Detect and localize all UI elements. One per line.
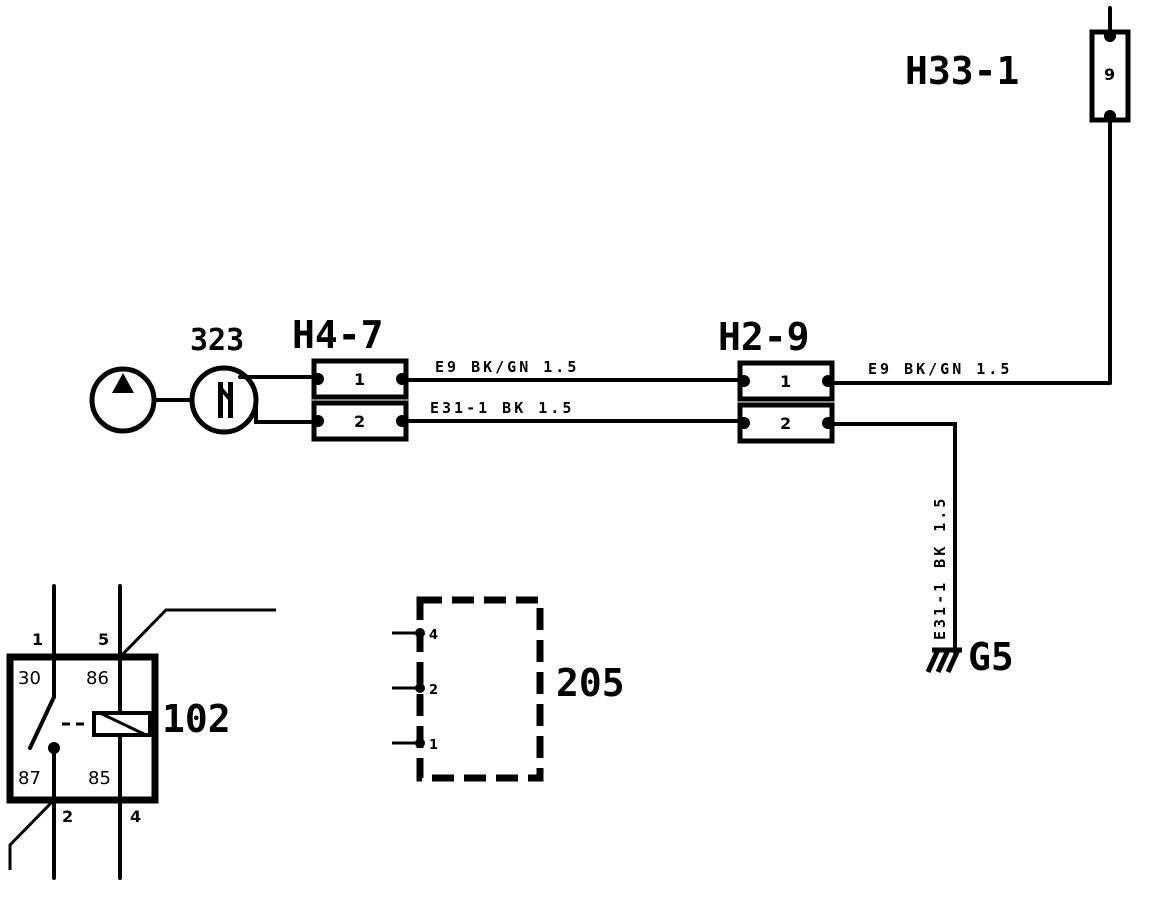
relay-terminal-30: 30 [18, 668, 41, 689]
relay-pin-top-1: 1 [32, 630, 43, 649]
module-205-body [416, 596, 544, 782]
module-205[interactable]: 4 2 1 205 [392, 596, 625, 782]
relay-102[interactable]: 1 5 2 4 30 86 87 85 102 [6, 584, 276, 880]
relay-pin-top-5: 5 [98, 630, 109, 649]
connector-h33-label: H33-1 [905, 49, 1019, 93]
relay-wire-branch [8, 798, 56, 870]
relay-terminal-87: 87 [18, 768, 41, 789]
connector-h2-label: H2-9 [718, 315, 810, 359]
pin-dot [415, 683, 425, 693]
module-pin-4: 4 [429, 628, 438, 643]
motor-glyph [218, 382, 233, 406]
connector-h2-9[interactable]: 1 2 H2-9 [718, 315, 835, 444]
pin-dot [738, 375, 750, 387]
pin-dot [738, 417, 750, 429]
ground-stroke [945, 648, 961, 674]
relay-coil-slash [99, 711, 147, 737]
wire-label-top-left: E9 BK/GN 1.5 [435, 358, 579, 376]
triangle-icon [112, 373, 134, 393]
module-pin-1: 1 [429, 738, 438, 753]
connector-h4-pin1: 1 [354, 370, 365, 389]
connector-h4-7[interactable]: 1 2 H4-7 [292, 313, 409, 442]
relay-terminal-86: 86 [86, 668, 109, 689]
pin-dot [415, 628, 425, 638]
pin-dot [1104, 30, 1116, 42]
relay-label: 102 [162, 697, 231, 741]
pin-dot [415, 738, 425, 748]
connector-h2-pin1: 1 [780, 372, 791, 391]
relay-wire-out [118, 608, 276, 659]
component-323[interactable]: 323 [89, 323, 259, 435]
pin-dot [822, 375, 834, 387]
relay-pin-bottom-2: 2 [62, 807, 73, 826]
pin-dot [1104, 110, 1116, 122]
pin-dot [312, 373, 324, 385]
ground-stroke [935, 648, 951, 674]
pin-dot [396, 415, 408, 427]
wire-label-ground: E31-1 BK 1.5 [931, 496, 949, 640]
ground-stroke [925, 648, 941, 674]
connector-h2-pin1-box [737, 360, 835, 402]
pin-dot [396, 373, 408, 385]
component-323-label: 323 [190, 323, 244, 358]
module-pin-2: 2 [429, 683, 438, 698]
wire-323-h4-pin2 [254, 398, 316, 424]
connector-h33-pin: 9 [1104, 65, 1115, 84]
connector-h4-label: H4-7 [292, 313, 384, 357]
connector-h33-1[interactable]: 9 H33-1 [905, 6, 1131, 123]
module-label: 205 [556, 661, 625, 705]
connector-h4-pin2: 2 [354, 412, 365, 431]
connector-h2-pin2: 2 [780, 414, 791, 433]
wire-h2-to-ground [830, 422, 957, 654]
relay-pin-bottom-4: 4 [130, 807, 141, 826]
ground-g5[interactable]: G5 [925, 635, 1014, 679]
relay-terminal-85: 85 [88, 768, 111, 789]
motor-glyph [218, 382, 223, 418]
pin-dot [312, 415, 324, 427]
wire-label-top-right: E9 BK/GN 1.5 [868, 360, 1012, 378]
wire-label-bottom-left: E31-1 BK 1.5 [430, 399, 574, 417]
ground-label: G5 [968, 635, 1014, 679]
pin-dot [822, 417, 834, 429]
relay-switch-arm [28, 695, 56, 750]
